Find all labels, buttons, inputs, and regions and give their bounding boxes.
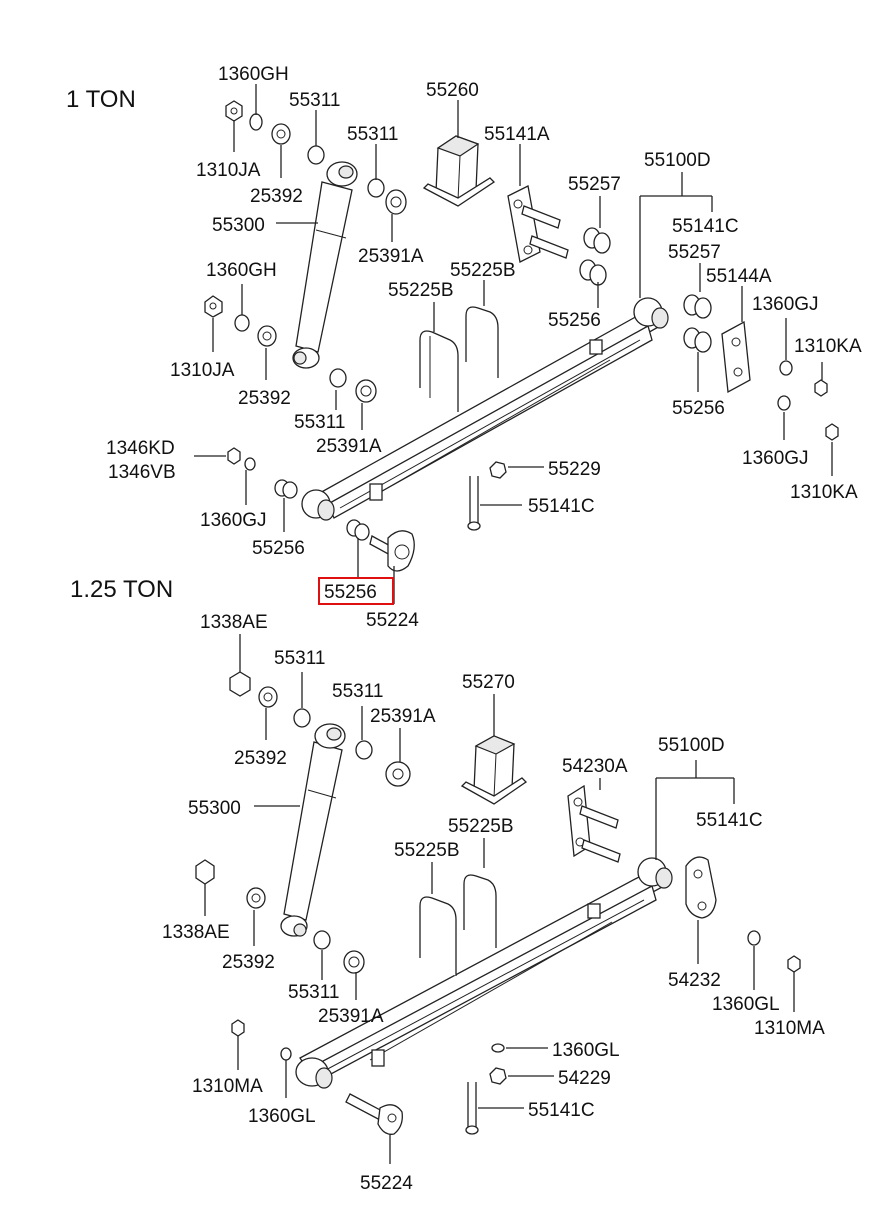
label-55256-highlighted[interactable]: 55256 xyxy=(324,582,377,603)
shackle-plate-bottom xyxy=(685,856,801,973)
label-1310MA-bottom-2: 1310MA xyxy=(192,1076,263,1097)
label-55256-top-2: 55256 xyxy=(672,398,725,419)
label-1338AE-bottom-1: 1338AE xyxy=(200,612,268,633)
label-55141C-bottom-2: 55141C xyxy=(528,1100,595,1121)
label-55141A: 55141A xyxy=(484,124,550,145)
label-1346VB: 1346VB xyxy=(108,462,176,483)
bracket-54230A xyxy=(567,784,621,863)
leaf-spring-bottom xyxy=(295,857,673,1089)
label-25392-top-2: 25392 xyxy=(238,388,291,409)
label-54229: 54229 xyxy=(558,1068,611,1089)
hardware-top-left xyxy=(204,100,407,403)
center-bolt-top xyxy=(467,461,507,531)
label-25391A-bottom-2: 25391A xyxy=(318,1006,384,1027)
label-55225B-bottom-2: 55225B xyxy=(394,840,460,861)
u-bolts-top xyxy=(419,306,499,412)
label-55270: 55270 xyxy=(462,672,515,693)
label-1360GH-top: 1360GH xyxy=(218,64,289,85)
bottom-assembly: 1338AE 55311 55270 55311 25391A 25392 55… xyxy=(162,612,825,1194)
label-55141C-bottom-1: 55141C xyxy=(696,810,763,831)
shock-absorber-top xyxy=(292,161,358,369)
label-55311-top-3: 55311 xyxy=(294,412,345,433)
label-55100D-top: 55100D xyxy=(644,150,711,171)
label-1310JA-top-2: 1310JA xyxy=(170,360,235,381)
label-55224-top: 55224 xyxy=(366,610,419,631)
label-54232: 54232 xyxy=(668,970,721,991)
label-54230A: 54230A xyxy=(562,756,628,777)
label-1310KA-top-2: 1310KA xyxy=(790,482,858,503)
highlight-box-55256 xyxy=(318,577,394,605)
label-55300-bottom: 55300 xyxy=(188,798,241,819)
label-25391A-top-2: 25391A xyxy=(316,436,382,457)
label-55257-top-2: 55257 xyxy=(668,242,721,263)
section-title-1-ton: 1 TON xyxy=(66,86,136,113)
bump-stop-bottom xyxy=(460,735,528,805)
label-55229: 55229 xyxy=(548,459,601,480)
shackle-plate-top xyxy=(721,320,839,441)
label-55141C-top-1: 55141C xyxy=(672,216,739,237)
label-1338AE-bottom-2: 1338AE xyxy=(162,922,230,943)
u-bolts-bottom xyxy=(419,874,497,976)
section-title-1-25-ton: 1.25 TON xyxy=(70,576,173,603)
label-55311-bottom-2: 55311 xyxy=(332,681,383,702)
label-1360GJ-top-2: 1360GJ xyxy=(742,448,809,469)
hardware-bottom-lower-left xyxy=(231,1019,292,1061)
label-55225B-bottom-1: 55225B xyxy=(448,816,514,837)
label-1360GL-bottom-3: 1360GL xyxy=(248,1106,316,1127)
shackle-pin-top xyxy=(369,530,415,572)
label-25391A-bottom-1: 25391A xyxy=(370,706,436,727)
label-1310MA-bottom-1: 1310MA xyxy=(754,1018,825,1039)
bump-stop-top xyxy=(422,135,496,207)
shock-absorber-bottom xyxy=(280,723,346,937)
label-55311-bottom-1: 55311 xyxy=(274,648,325,669)
label-1360GJ-top-1: 1360GJ xyxy=(752,294,819,315)
hardware-top-lower-left xyxy=(227,447,370,541)
label-1360GH-top-2: 1360GH xyxy=(206,260,277,281)
label-1310JA-top-1: 1310JA xyxy=(196,160,261,181)
label-55224-bottom: 55224 xyxy=(360,1173,413,1194)
label-1310KA-top-1: 1310KA xyxy=(794,336,862,357)
center-bolt-bottom xyxy=(465,1043,507,1135)
top-assembly: 1360GH 55311 55260 55311 55141A 55100D 1… xyxy=(106,64,862,631)
label-1360GL-bottom-2: 1360GL xyxy=(552,1040,620,1061)
label-55311-top-1: 55311 xyxy=(289,90,340,111)
label-55225B-top-2: 55225B xyxy=(388,280,454,301)
label-25392-top-1: 25392 xyxy=(250,186,303,207)
label-25392-bottom-2: 25392 xyxy=(222,952,275,973)
shackle-pin-bottom xyxy=(345,1093,403,1135)
label-55300-top: 55300 xyxy=(212,215,265,236)
bracket-55141A-top xyxy=(507,185,569,263)
label-1360GJ-top-3: 1360GJ xyxy=(200,510,267,531)
label-25391A-top-1: 25391A xyxy=(358,246,424,267)
label-55260: 55260 xyxy=(426,80,479,101)
label-55311-top-2: 55311 xyxy=(347,124,398,145)
label-1360GL-bottom-1: 1360GL xyxy=(712,994,780,1015)
label-55100D-bottom: 55100D xyxy=(658,735,725,756)
label-55225B-top-1: 55225B xyxy=(450,260,516,281)
leaf-spring-top xyxy=(301,297,669,521)
label-55311-bottom-3: 55311 xyxy=(288,982,339,1003)
label-55256-top-3: 55256 xyxy=(252,538,305,559)
hardware-bottom-left xyxy=(195,671,411,974)
label-55257-top-1: 55257 xyxy=(568,174,621,195)
label-55256-top-1: 55256 xyxy=(548,310,601,331)
label-55144A: 55144A xyxy=(706,266,772,287)
label-25392-bottom-1: 25392 xyxy=(234,748,287,769)
label-55141C-top-2: 55141C xyxy=(528,496,595,517)
leader-lines-bottom xyxy=(204,634,795,1164)
label-1346KD: 1346KD xyxy=(106,438,175,459)
